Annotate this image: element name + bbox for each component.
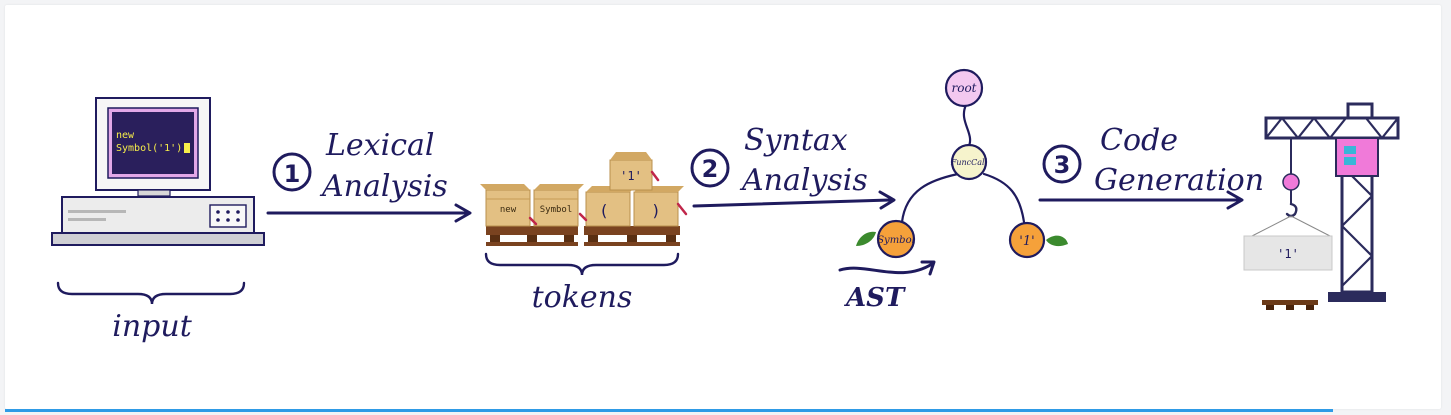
ast-node-call bbox=[950, 143, 988, 181]
token-box-close-paren bbox=[633, 186, 688, 227]
arrow-3 bbox=[1038, 190, 1244, 210]
ast-node-root-label: root bbox=[951, 81, 976, 95]
token-box-symbol bbox=[528, 184, 584, 227]
computer-icon bbox=[51, 97, 265, 246]
token-box-literal bbox=[609, 152, 660, 191]
leaf-icon bbox=[1046, 235, 1068, 247]
token-literal: '1' bbox=[620, 169, 642, 183]
step-2-marker bbox=[690, 148, 730, 188]
token-open-paren: ( bbox=[599, 201, 609, 220]
step-1-line-2: Analysis bbox=[319, 169, 448, 204]
step-2-number: 2 bbox=[702, 155, 719, 183]
token-new: new bbox=[500, 205, 517, 215]
token-close-paren: ) bbox=[651, 201, 661, 220]
step-1-marker bbox=[272, 152, 312, 192]
token-box-new bbox=[480, 184, 531, 227]
arrow-1 bbox=[266, 203, 472, 223]
step-3-number: 3 bbox=[1054, 151, 1071, 179]
step-2-line-1: Syntax bbox=[744, 123, 848, 158]
token-pallet-right bbox=[584, 226, 680, 246]
step-1-number: 1 bbox=[284, 160, 301, 188]
token-box-open-paren bbox=[578, 186, 636, 227]
arrow-2 bbox=[692, 190, 896, 210]
crane-icon bbox=[1243, 102, 1400, 310]
ast-node-symbol bbox=[876, 219, 916, 259]
ast-node-literal-label: '1' bbox=[1019, 234, 1034, 249]
input-brace bbox=[56, 281, 246, 305]
ast-node-literal bbox=[1008, 221, 1046, 259]
terminal-cursor bbox=[184, 143, 190, 153]
token-symbol: Symbol bbox=[540, 205, 573, 215]
step-3-marker bbox=[1042, 144, 1082, 184]
token-pallet-left bbox=[486, 226, 578, 246]
terminal-line-1: new bbox=[116, 130, 135, 141]
step-3-line-1: Code bbox=[1100, 123, 1178, 158]
step-3-line-2: Generation bbox=[1094, 163, 1264, 198]
step-1-line-1: Lexical bbox=[325, 128, 434, 163]
ast-node-root bbox=[944, 68, 984, 108]
input-label: input bbox=[112, 309, 192, 344]
ast-node-symbol-label: Symbol bbox=[877, 235, 915, 246]
ast-label: AST bbox=[843, 283, 906, 313]
step-2-line-2: Analysis bbox=[739, 163, 868, 198]
ast-pointer-arrow bbox=[838, 260, 936, 276]
ast-node-call-label: FuncCall bbox=[950, 158, 988, 167]
accent-underline bbox=[5, 409, 1333, 412]
terminal-line-2: Symbol('1') bbox=[116, 143, 182, 154]
leaf-icon bbox=[856, 231, 876, 246]
tokens-brace bbox=[484, 252, 680, 276]
tokens-label: tokens bbox=[532, 280, 633, 315]
output-block-label: '1' bbox=[1277, 247, 1299, 261]
